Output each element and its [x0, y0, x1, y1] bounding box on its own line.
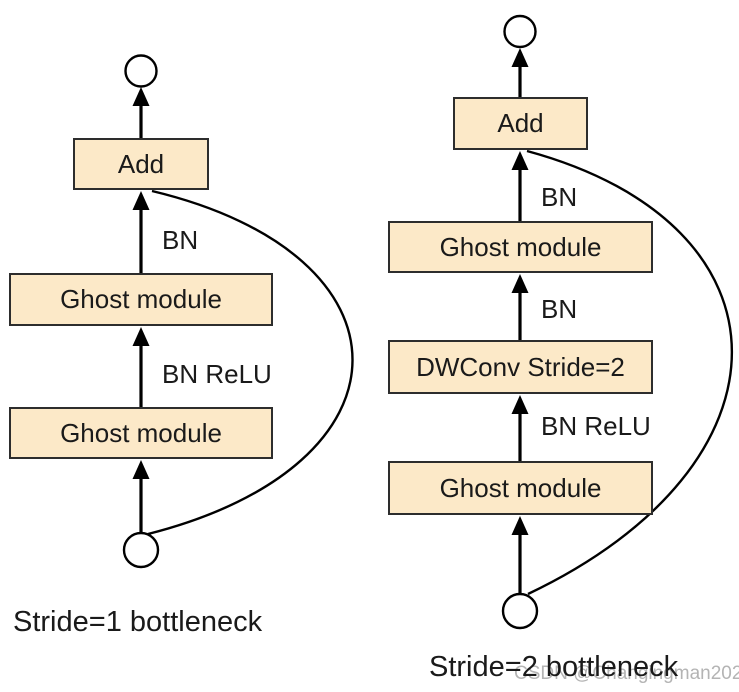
left-ghost-module-top-box: Ghost module — [9, 273, 273, 326]
left-arrowhead-output — [132, 87, 150, 106]
left-arrowhead-ghost-bottom — [132, 460, 150, 479]
left-diagram-caption: Stride=1 bottleneck — [13, 606, 263, 638]
right-bn-top-label: BN — [541, 182, 578, 212]
right-dwconv-box: DWConv Stride=2 — [388, 340, 653, 394]
right-input-node-circle — [501, 592, 539, 630]
right-skip-connection-curve — [526, 149, 733, 596]
left-ghost-module-bottom-box: Ghost module — [9, 407, 273, 459]
left-bn-relu-label: BN ReLU — [162, 359, 272, 389]
right-arrowhead-output — [511, 48, 529, 67]
right-arrowhead-ghost-bottom — [511, 516, 529, 535]
right-output-node-circle — [503, 14, 537, 49]
right-add-box: Add — [453, 97, 588, 150]
left-arrowhead-add — [132, 191, 150, 210]
watermark: CSDN @Changingman2025 — [514, 663, 739, 684]
left-input-node-circle — [122, 531, 160, 569]
right-arrowhead-ghost-top — [511, 274, 529, 293]
left-output-node-circle — [124, 54, 158, 88]
left-add-box: Add — [73, 138, 209, 190]
right-bn-mid-label: BN — [541, 294, 578, 324]
right-ghost-module-top-box: Ghost module — [388, 221, 653, 273]
right-diagram-caption: Stride=2 bottleneck — [429, 651, 679, 683]
left-skip-connection-curve — [147, 189, 354, 536]
right-bn-relu-label: BN ReLU — [541, 411, 651, 441]
left-bn-label: BN — [162, 225, 199, 255]
right-arrowhead-add — [511, 151, 529, 170]
right-ghost-module-bottom-box: Ghost module — [388, 461, 653, 515]
left-arrowhead-ghost-top — [132, 327, 150, 346]
right-arrowhead-dwconv — [511, 395, 529, 414]
